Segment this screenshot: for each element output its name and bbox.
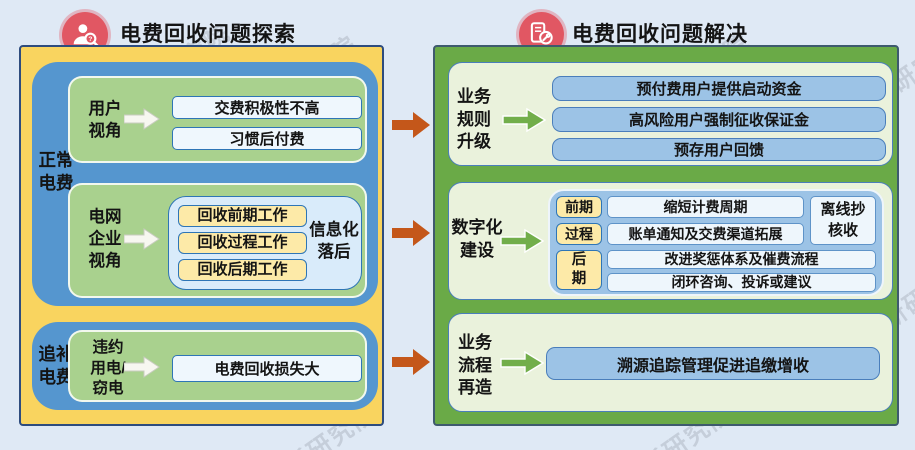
offline-reading-item: 离线抄 核收 xyxy=(810,196,876,245)
solution-item: 溯源追踪管理促进追缴增收 xyxy=(546,347,880,380)
phase-tag: 过程 xyxy=(556,223,602,245)
white-arrow-icon xyxy=(124,356,160,378)
work-phase-item: 回收前期工作 xyxy=(178,205,307,227)
rules-upgrade-label: 业务 规则 升级 xyxy=(457,87,491,152)
problem-item: 习惯后付费 xyxy=(172,127,362,150)
explore-title: 电费回收问题探索 xyxy=(120,23,296,46)
solution-item: 预存用户回馈 xyxy=(552,138,886,161)
phase-item: 缩短计费周期 xyxy=(607,196,804,218)
green-arrow-icon xyxy=(500,228,544,254)
work-phase-item: 回收后期工作 xyxy=(178,259,307,281)
phase-tag: 前期 xyxy=(556,196,602,218)
theft-cause-label: 违约 用电/ 窃电 xyxy=(90,339,126,398)
normal-fee-label: 正常 电费 xyxy=(38,150,74,194)
digital-build-label: 数字化 建设 xyxy=(451,218,503,260)
green-arrow-icon xyxy=(502,107,546,133)
phase-item: 改进奖惩体系及催费流程 xyxy=(607,250,876,269)
white-arrow-icon xyxy=(124,228,160,250)
problem-item: 交费积极性不高 xyxy=(172,96,362,119)
user-perspective-label: 用户 视角 xyxy=(88,100,122,140)
grid-perspective-label: 电网 企业 视角 xyxy=(88,208,122,270)
informatization-note: 信息化 落后 xyxy=(309,221,359,261)
supplement-fee-label: 追补 电费 xyxy=(38,344,74,388)
solution-item: 高风险用户强制征收保证金 xyxy=(552,107,886,132)
bill-wrench-icon xyxy=(530,22,553,45)
white-arrow-icon xyxy=(124,108,160,130)
phase-item: 闭环咨询、投诉或建议 xyxy=(607,273,876,292)
green-arrow-icon xyxy=(500,350,544,376)
phase-tag: 后 期 xyxy=(556,250,602,290)
solution-item: 预付费用户提供启动资金 xyxy=(552,76,886,101)
flow-arrow-icon xyxy=(392,349,430,375)
flow-arrow-icon xyxy=(392,220,430,246)
problem-item: 电费回收损失大 xyxy=(172,355,362,382)
process-rebuild-label: 业务 流程 再造 xyxy=(458,333,492,398)
work-phase-item: 回收过程工作 xyxy=(178,232,307,254)
phase-item: 账单通知及交费渠道拓展 xyxy=(607,223,804,245)
flow-arrow-icon xyxy=(392,112,430,138)
svg-text:?: ? xyxy=(88,36,92,43)
solve-title: 电费回收问题解决 xyxy=(572,23,748,46)
